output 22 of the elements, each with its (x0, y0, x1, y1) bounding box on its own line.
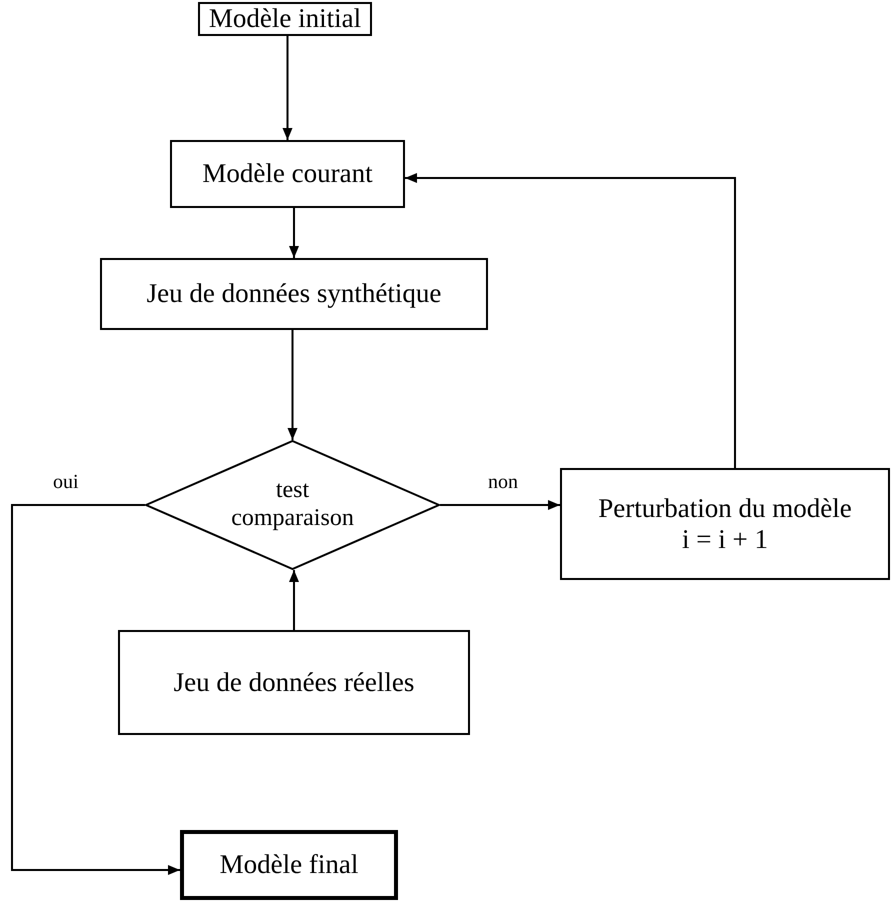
process-box (118, 630, 470, 735)
arrow (405, 173, 736, 468)
process-box (170, 140, 405, 208)
arrow (289, 208, 299, 258)
arrow (289, 570, 299, 630)
node-text: i = i + 1 (682, 524, 768, 556)
process-box (180, 830, 398, 900)
arrow (288, 330, 298, 440)
arrow (282, 36, 292, 140)
node-text: Modèle initial (208, 3, 362, 35)
node-text: Perturbation du modèle (598, 492, 852, 524)
process-box (560, 468, 890, 580)
arrow (11, 504, 180, 875)
decision-diamond (145, 440, 440, 570)
arrow (440, 500, 560, 510)
node-text: Jeu de données synthétique (146, 278, 442, 310)
process-box (100, 258, 488, 330)
node-text: test comparaison (230, 477, 355, 533)
node-text: Jeu de données réelles (174, 666, 414, 698)
process-box (198, 2, 372, 36)
node-text: Modèle courant (202, 158, 373, 190)
node-text: Modèle final (220, 849, 358, 881)
